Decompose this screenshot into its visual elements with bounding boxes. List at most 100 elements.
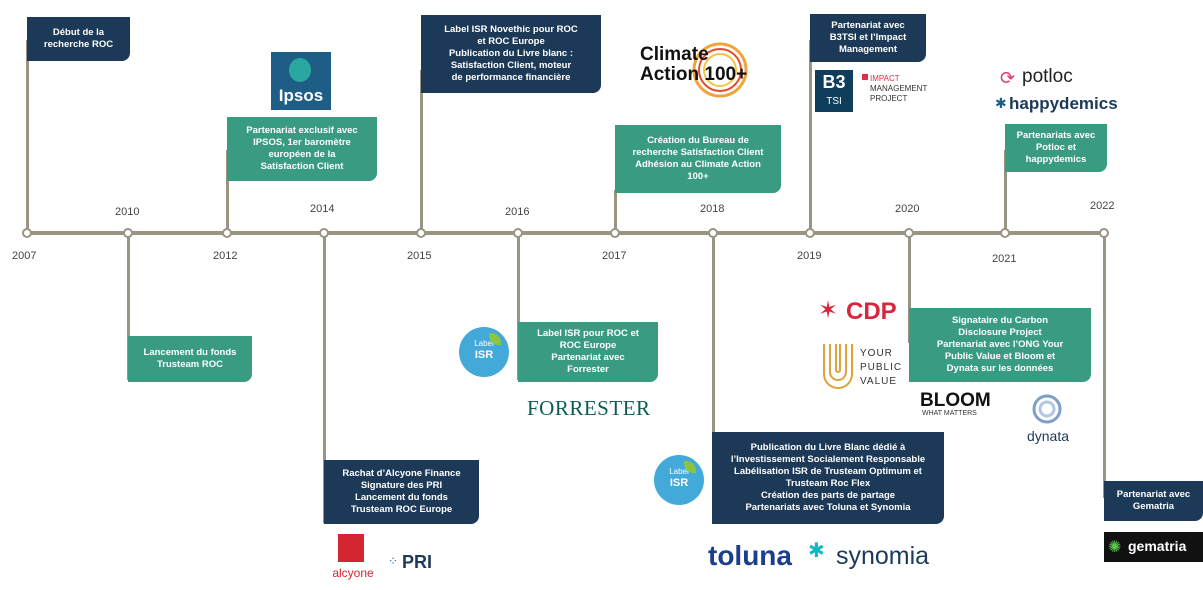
bloom-logo: BLOOM WHAT MATTERS [920, 390, 1010, 420]
gematria-text: gematria [1128, 538, 1187, 554]
year-label: 2015 [407, 250, 432, 262]
stem-2020 [908, 233, 911, 343]
label-isr-bottom: ISR [669, 477, 689, 489]
event-line: Signature des PRI [360, 480, 443, 491]
pri-logo: ⁘ PRI [388, 550, 478, 576]
year-label: 2022 [1090, 200, 1115, 212]
label-isr-logo-2018: Label ISR [654, 455, 704, 505]
gematria-icon: ✺ [1108, 539, 1122, 556]
stem-2015 [420, 70, 423, 233]
toluna-text: toluna [708, 540, 792, 571]
year-label: 2007 [12, 250, 37, 262]
tsi-text: TSI [826, 96, 842, 107]
stem-2017 [614, 190, 617, 233]
dot-2017 [610, 228, 620, 238]
dot-2018 [708, 228, 718, 238]
event-line: Partenariat avec [551, 352, 625, 363]
dot-2021 [1000, 228, 1010, 238]
toluna-star-icon: ✱ [808, 540, 825, 562]
ypv-line2: PUBLIC [860, 362, 903, 373]
label-isr-logo-2016: Label ISR [459, 327, 509, 377]
ipsos-logo: Ipsos [271, 52, 331, 110]
alcyone-text: alcyone [332, 566, 374, 580]
event-line: Label ISR pour ROC et [537, 328, 639, 339]
year-label: 2021 [992, 253, 1017, 265]
happydemics-text: happydemics [1009, 94, 1118, 113]
impact-text: IMPACT [870, 74, 900, 83]
event-line: Signataire du Carbon [951, 315, 1049, 326]
potloc-logo: ⟳ potloc [1000, 66, 1110, 90]
dynata-text: dynata [1026, 428, 1070, 444]
year-label: 2010 [115, 206, 140, 218]
climate-ring-icon [692, 42, 748, 98]
event-line: B3TSI et l’Impact [829, 32, 907, 43]
dot-2014 [319, 228, 329, 238]
stem-2021 [1004, 150, 1007, 233]
leaf-icon [684, 461, 696, 473]
event-line: happydemics [1025, 154, 1087, 165]
stem-2019 [809, 40, 812, 233]
event-line: Trusteam Roc Flex [785, 478, 871, 489]
ypv-line1: YOUR [860, 348, 893, 359]
year-label: 2012 [213, 250, 238, 262]
pri-text: PRI [402, 552, 433, 572]
label-isr-top: Label [474, 339, 494, 348]
your-public-value-logo: YOUR PUBLIC VALUE [820, 340, 910, 392]
event-line: Partenariats avec Toluna et Synomia [745, 502, 911, 513]
forrester-logo: FORRESTER [527, 396, 651, 420]
event-line: Trusteam ROC [157, 359, 223, 370]
potloc-icon: ⟳ [1000, 68, 1016, 88]
event-line: recherche Satisfaction Client [632, 147, 764, 158]
happydemics-logo: ✱ happydemics [995, 94, 1120, 118]
event-line: Label ISR Novethic pour ROC [444, 24, 578, 35]
label-isr-top: Label [669, 467, 689, 476]
cdp-icon: ✶ [818, 297, 839, 324]
dynata-icon [1032, 394, 1062, 424]
event-line: Création du Bureau de [647, 135, 749, 146]
event-line: Disclosure Project [958, 327, 1042, 338]
event-line: Rachat d’Alcyone Finance [342, 468, 461, 479]
event-line: européen de la [268, 149, 336, 160]
b3tsi-logo: B3 TSI [815, 70, 853, 112]
event-line: Potloc et [1035, 142, 1077, 153]
leaf-icon [489, 333, 501, 345]
event-line: Lancement du fonds [143, 347, 237, 358]
cdp-logo: ✶ CDP [818, 296, 908, 328]
timeline-axis [26, 231, 1106, 235]
alcyone-icon [338, 534, 364, 562]
stem-2010 [127, 233, 130, 380]
label-isr-bottom: ISR [474, 349, 494, 361]
climate-subtitle: Action 100+ [640, 64, 748, 85]
event-line: Trusteam ROC Europe [350, 504, 453, 515]
year-label: 2020 [895, 203, 920, 215]
stem-2016 [517, 233, 520, 380]
dot-2019 [805, 228, 815, 238]
event-line: de performance financière [451, 72, 571, 83]
stem-2014 [323, 233, 326, 523]
event-line: et ROC Europe [477, 36, 545, 47]
stem-2012 [226, 150, 229, 233]
event-line: l’Investissement Socialement Responsable [730, 454, 926, 465]
bloom-text: BLOOM [920, 390, 991, 411]
ypv-arches-icon [823, 344, 853, 389]
year-label: 2014 [310, 203, 335, 215]
dot-2022 [1099, 228, 1109, 238]
event-line: Forrester [567, 364, 609, 375]
stem-2022 [1103, 233, 1106, 498]
toluna-logo: toluna ✱ [708, 540, 828, 576]
year-label: 2016 [505, 206, 530, 218]
dot-2016 [513, 228, 523, 238]
event-line: Labélisation ISR de Trusteam Optimum et [734, 466, 922, 477]
dot-2020 [904, 228, 914, 238]
stem-2018 [712, 233, 715, 523]
ipsos-logo-text: Ipsos [278, 86, 324, 105]
